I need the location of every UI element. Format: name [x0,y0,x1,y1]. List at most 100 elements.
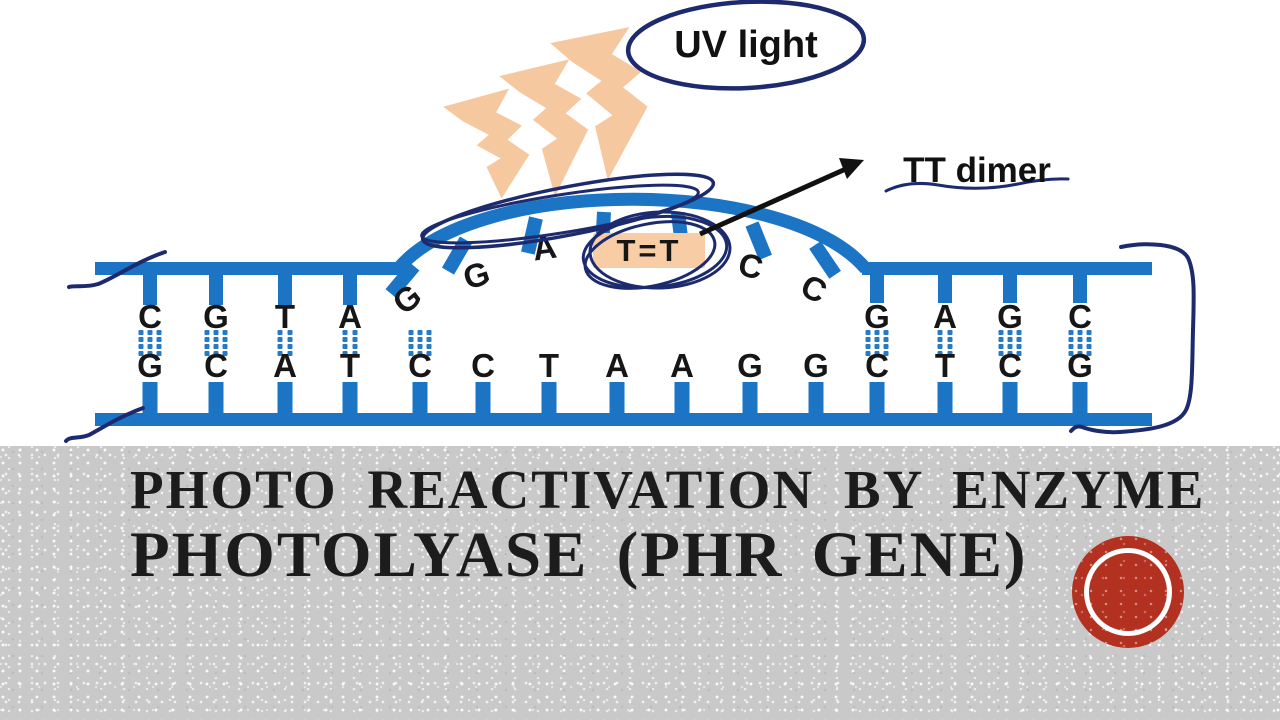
bottom-rung [475,382,491,414]
hydrogen-bond-dot [865,344,871,349]
pen-mark-left-bottom [64,406,145,443]
hydrogen-bond-dot [883,337,889,342]
title-line-2: PHOTOLYASE (PHR GENE) [130,519,1028,591]
hydrogen-bond-dot [204,351,210,356]
hydrogen-bond-dot [222,337,228,342]
hydrogen-bond-dot [417,330,423,335]
bottom-rung [742,382,758,414]
base-letter: G [864,298,890,335]
hydrogen-bond-dot [1068,337,1074,342]
base-letter: G [997,298,1023,335]
hydrogen-bond-dot [1068,351,1074,356]
base-letter: A [933,298,957,335]
lightning-bolt-icon [443,88,530,199]
hydrogen-bond-dot [883,351,889,356]
base-letter: A [338,298,362,335]
tt-dimer-underline [884,177,1070,193]
hydrogen-bond-dot [1068,344,1074,349]
hydrogen-bond-dot [138,337,144,342]
hydrogen-bond-dot [342,337,348,342]
pen-circle-tt [588,210,732,290]
hydrogen-bond-dot [147,344,153,349]
hydrogen-bond-dot [352,344,358,349]
base-letter: T [275,298,295,335]
hydrogen-bond-dot [213,337,219,342]
base-letter: C [204,347,228,384]
hydrogen-bond-dot [287,337,293,342]
hydrogen-bond-dot [1007,330,1013,335]
hydrogen-bond-dot [352,351,358,356]
hydrogen-bond-dot [1086,351,1092,356]
hydrogen-bond-dot [417,344,423,349]
hydrogen-bond-dot [287,351,293,356]
hydrogen-bond-dot [213,351,219,356]
hydrogen-bond-dot [1007,351,1013,356]
bottom-rungs [142,382,1088,414]
arrow-line [698,165,850,237]
hydrogen-bond-dot [277,344,283,349]
hydrogen-bond-dot [408,330,414,335]
strand-bottom [95,413,1152,426]
hydrogen-bond-dot [156,351,162,356]
hydrogen-bonds [138,330,1092,356]
hydrogen-bond-dot [874,337,880,342]
bottom-rung [342,382,358,414]
hydrogen-bond-dot [342,351,348,356]
hydrogen-bond-dot [417,337,423,342]
hydrogen-bond-dot [865,351,871,356]
base-letter: A [273,347,297,384]
arrow-head-icon [839,158,864,179]
top-rungs-right [870,273,1087,303]
base-letter: G [137,347,163,384]
base-letter: C [865,347,889,384]
hydrogen-bond-dot [277,337,283,342]
hydrogen-bond-dot [213,344,219,349]
hydrogen-bond-dot [156,330,162,335]
hydrogen-bond-dot [342,330,348,335]
hydrogen-bond-dot [287,344,293,349]
stamp-inner-ring [1084,548,1172,636]
hydrogen-bond-dot [874,344,880,349]
hydrogen-bond-dot [1007,344,1013,349]
hydrogen-bond-dot [147,330,153,335]
hydrogen-bond-dot [287,330,293,335]
tt-dimer-label: TT dimer [903,151,1051,190]
hydrogen-bond-dot [426,351,432,356]
hydrogen-bond-dot [156,337,162,342]
hydrogen-bond-dot [874,351,880,356]
hydrogen-bond-dot [147,337,153,342]
bottom-rung [142,382,158,414]
base-letter: C [998,347,1022,384]
hydrogen-bond-dot [998,344,1004,349]
base-letter: G [203,298,229,335]
uv-light-label: UV light [674,24,818,66]
hydrogen-bond-dot [342,344,348,349]
base-letter: C [1068,298,1092,335]
base-letter: T [340,347,360,384]
base-letter: T [935,347,955,384]
top-rungs-left [143,273,357,305]
bottom-rung [869,382,885,414]
hydrogen-bond-dot [213,330,219,335]
tt-highlight-box [593,233,705,268]
lightning-bolts [443,27,648,199]
title-line-1: PHOTO REACTIVATION BY ENZYME [130,459,1206,520]
hydrogen-bond-dot [277,330,283,335]
bottom-rung [1002,382,1018,414]
bottom-rung [412,382,428,414]
hydrogen-bond-dot [138,330,144,335]
bottom-rung [937,382,953,414]
bottom-rung [208,382,224,414]
hydrogen-bond-dot [1016,330,1022,335]
hydrogen-bond-dot [426,337,432,342]
hydrogen-bond-dot [1086,337,1092,342]
base-letter: A [670,347,694,384]
base-letter: G [803,347,829,384]
hydrogen-bond-dot [222,330,228,335]
hydrogen-bond-dot [277,351,283,356]
hydrogen-bond-dot [417,351,423,356]
slide-title: PHOTO REACTIVATION BY ENZYME PHOTOLYASE … [130,459,1206,591]
hydrogen-bond-dot [998,351,1004,356]
hydrogen-bond-dot [204,330,210,335]
